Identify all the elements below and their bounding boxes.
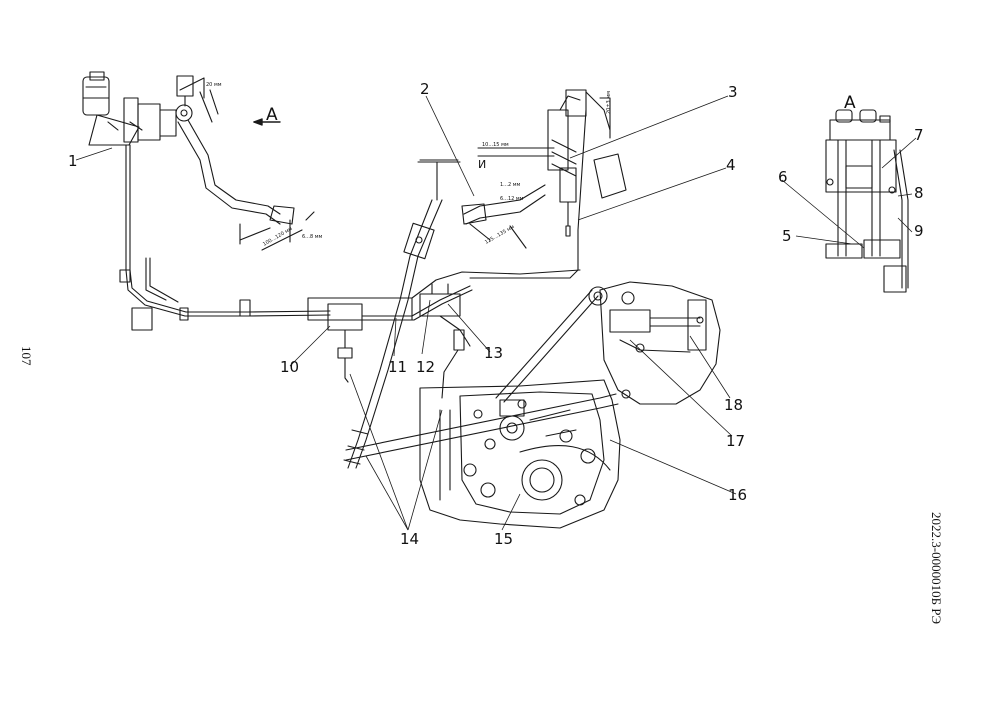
brake-pedal-assembly [461,89,627,279]
view-label-detail: A [844,93,856,113]
view-arrow [253,118,281,126]
callout-6: 6 [778,168,788,186]
callout-12: 12 [416,358,435,376]
dim-d9: И [478,158,486,171]
gearbox-housing [419,379,621,529]
callout-11: 11 [388,358,407,376]
callout-2: 2 [420,80,430,98]
dim-d3: 6...8 мм [302,234,322,240]
callout-8: 8 [914,184,924,202]
callout-17: 17 [726,432,745,450]
callout-10: 10 [280,358,299,376]
dim-d7: 20±3 мм [606,91,612,114]
callout-3: 3 [728,83,738,101]
callout-5: 5 [782,227,792,245]
view-label-arrow: A [266,105,278,125]
page-number: 107 [19,346,34,366]
clutch-pedal [177,77,315,251]
callout-9: 9 [914,222,924,240]
actuator-assembly [588,281,721,405]
callout-18: 18 [724,396,743,414]
dim-d8: 125...135 мм [484,224,516,246]
master-cylinder-assembly [82,71,194,146]
shift-lever [343,159,461,469]
callout-15: 15 [494,530,513,548]
callout-13: 13 [484,344,503,362]
document-code: 2022.3-0000010Б РЭ [929,512,944,625]
dim-d6: 6...12 мм [500,196,524,202]
callout-4: 4 [726,156,736,174]
dim-d5: 1...2 мм [500,182,520,188]
callout-14: 14 [400,530,419,548]
dim-d4: 10...15 мм [482,142,509,148]
callout-1: 1 [68,152,78,170]
dim-d1: 20 мм [206,82,222,88]
hydraulic-pipe [119,144,331,331]
control-rod [345,289,619,461]
valve-block [307,269,581,399]
callout-16: 16 [728,486,747,504]
callout-7: 7 [914,126,924,144]
view-a-detail [825,109,909,293]
